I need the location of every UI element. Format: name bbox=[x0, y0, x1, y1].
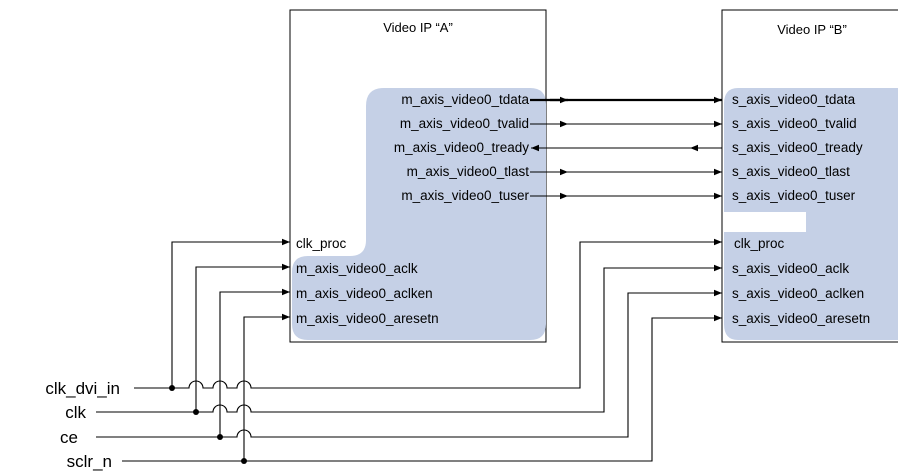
ip-a-port-aclk: m_axis_video0_aclk bbox=[296, 261, 418, 276]
clk-dvi-in-to-ip-a bbox=[171, 238, 290, 388]
ip-b-port-aresetn: s_axis_video0_aresetn bbox=[732, 311, 870, 326]
junction-ce bbox=[217, 434, 223, 440]
signal-label-ce: ce bbox=[60, 428, 78, 447]
clk-line bbox=[96, 264, 722, 413]
ip-a-port-aresetn: m_axis_video0_aresetn bbox=[296, 311, 439, 326]
ce-to-ip-a bbox=[219, 288, 290, 437]
ip-b-port-aclk: s_axis_video0_aclk bbox=[732, 261, 849, 276]
ip-a-port-tdata: m_axis_video0_tdata bbox=[401, 92, 529, 107]
ip-b-port-region bbox=[724, 88, 898, 340]
ip-b-port-tuser: s_axis_video0_tuser bbox=[732, 188, 856, 203]
ip-b-port-clk-proc: clk_proc bbox=[734, 236, 785, 251]
signal-label-sclr-n: sclr_n bbox=[67, 452, 112, 471]
input-signal-lines: clk_dvi_in clk ce sclr_n bbox=[45, 238, 722, 471]
ip-a-port-tready: m_axis_video0_tready bbox=[394, 140, 529, 155]
ip-a-port-tuser: m_axis_video0_tuser bbox=[401, 188, 529, 203]
sclr-n-to-ip-a bbox=[243, 313, 290, 461]
ip-b-port-tdata: s_axis_video0_tdata bbox=[732, 92, 856, 107]
axi-stream-connections bbox=[530, 96, 722, 200]
ip-b-title: Video IP “B” bbox=[777, 22, 847, 37]
signal-label-clk-dvi-in: clk_dvi_in bbox=[45, 379, 120, 398]
ip-a-port-region bbox=[292, 88, 546, 340]
ip-a-port-tvalid: m_axis_video0_tvalid bbox=[400, 116, 529, 131]
ip-a-title: Video IP “A” bbox=[383, 20, 453, 35]
video-ip-a-block: Video IP “A” m_axis_video0_tdata m_axis_… bbox=[289, 9, 547, 343]
ip-b-region-notch bbox=[724, 212, 806, 232]
signal-label-clk: clk bbox=[65, 403, 86, 422]
ip-b-port-tready: s_axis_video0_tready bbox=[732, 140, 863, 155]
sclr-n-line bbox=[122, 314, 722, 462]
ip-a-port-tlast: m_axis_video0_tlast bbox=[407, 164, 530, 179]
ce-line bbox=[96, 289, 722, 438]
ip-b-port-tvalid: s_axis_video0_tvalid bbox=[732, 116, 857, 131]
junction-clk bbox=[193, 409, 199, 415]
ip-b-port-aclken: s_axis_video0_aclken bbox=[732, 286, 864, 301]
junction-clk-dvi-in bbox=[169, 385, 175, 391]
ip-a-port-aclken: m_axis_video0_aclken bbox=[296, 286, 433, 301]
ip-b-port-tlast: s_axis_video0_tlast bbox=[732, 164, 850, 179]
video-ip-b-block: Video IP “B” s_axis_video0_tdata s_axis_… bbox=[721, 9, 898, 343]
clk-to-ip-a bbox=[195, 263, 290, 412]
junction-sclr-n bbox=[241, 458, 247, 464]
ip-a-port-clk-proc: clk_proc bbox=[296, 236, 347, 251]
